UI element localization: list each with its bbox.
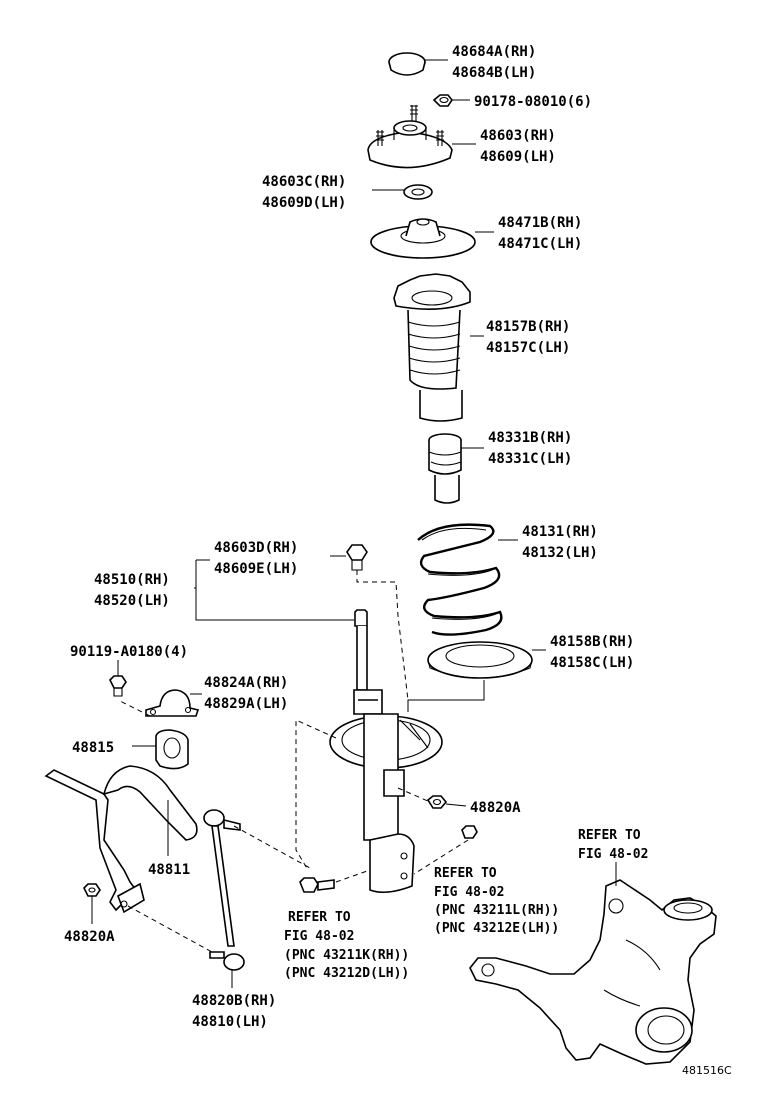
label-upper-seat-lh: 48471C(LH) bbox=[498, 236, 582, 252]
label-insulator-lh: 48158C(LH) bbox=[550, 655, 634, 671]
label-bumper-rh: 48331B(RH) bbox=[488, 430, 572, 446]
label-mount-cap-rh: 48684A(RH) bbox=[452, 44, 536, 60]
label-link-lh: 48810(LH) bbox=[192, 1014, 268, 1030]
label-link-rh: 48820B(RH) bbox=[192, 993, 276, 1009]
label-stabilizer-bar: 48811 bbox=[148, 862, 190, 878]
label-bracket-bolt: 90119-A0180(4) bbox=[70, 644, 188, 660]
label-refer-nut-1: REFER TO bbox=[434, 866, 497, 881]
label-refer-bolt-1: REFER TO bbox=[288, 910, 351, 925]
label-strut-nut-rh: 48603D(RH) bbox=[214, 540, 298, 556]
label-boot-rh: 48157B(RH) bbox=[486, 319, 570, 335]
knuckle-bolt-part bbox=[299, 877, 335, 893]
label-support-lh: 48609(LH) bbox=[480, 149, 556, 165]
shock-absorber-part bbox=[329, 609, 443, 894]
label-bracket-lh: 48829A(LH) bbox=[204, 696, 288, 712]
label-refer-bolt-4: (PNC 43212D(LH)) bbox=[284, 966, 409, 981]
bracket-part bbox=[109, 675, 200, 717]
label-bar-nut: 48820A bbox=[64, 929, 115, 945]
label-strut-lh: 48520(LH) bbox=[94, 593, 170, 609]
knuckle-nut-part bbox=[461, 825, 478, 839]
label-top-nut: 90178-08010(6) bbox=[474, 94, 592, 110]
coil-spring-part bbox=[417, 523, 503, 636]
label-bumper-lh: 48331C(LH) bbox=[488, 451, 572, 467]
label-insulator-rh: 48158B(RH) bbox=[550, 634, 634, 650]
label-strut-rh: 48510(RH) bbox=[94, 572, 170, 588]
label-spring-rh: 48131(RH) bbox=[522, 524, 598, 540]
label-upper-seat-rh: 48471B(RH) bbox=[498, 215, 582, 231]
label-spring-lh: 48132(LH) bbox=[522, 545, 598, 561]
lower-insulator-part bbox=[427, 641, 533, 679]
figure-code: 481516C bbox=[682, 1064, 732, 1077]
label-refer-nut-4: (PNC 43212E(LH)) bbox=[434, 921, 559, 936]
bumper-part bbox=[428, 433, 462, 504]
part-labels: 48684A(RH) 48684B(LH) 90178-08010(6) 486… bbox=[64, 44, 732, 1077]
label-mount-cap-lh: 48684B(LH) bbox=[452, 65, 536, 81]
label-refer-nut-3: (PNC 43211L(RH)) bbox=[434, 903, 559, 918]
label-bracket-rh: 48824A(RH) bbox=[204, 675, 288, 691]
leader-lines bbox=[91, 59, 617, 988]
stabilizer-link-part bbox=[203, 809, 245, 971]
label-washer-rh: 48603C(RH) bbox=[262, 174, 346, 190]
mount-cap-part bbox=[388, 52, 426, 76]
label-bushing: 48815 bbox=[72, 740, 114, 756]
label-refer-knuckle-1: REFER TO bbox=[578, 828, 641, 843]
bar-nut-part bbox=[83, 883, 101, 897]
side-nut-part bbox=[426, 795, 448, 809]
dashed-connection-lines bbox=[117, 570, 469, 953]
steering-knuckle-part bbox=[469, 879, 717, 1065]
label-strut-nut-lh: 48609E(LH) bbox=[214, 561, 298, 577]
label-refer-bolt-3: (PNC 43211K(RH)) bbox=[284, 948, 409, 963]
stabilizer-bar-part bbox=[44, 765, 198, 914]
label-refer-nut-2: FIG 48-02 bbox=[434, 885, 504, 900]
strut-support-part bbox=[367, 120, 453, 169]
label-boot-lh: 48157C(LH) bbox=[486, 340, 570, 356]
label-refer-knuckle-2: FIG 48-02 bbox=[578, 847, 648, 862]
label-support-rh: 48603(RH) bbox=[480, 128, 556, 144]
label-side-nut: 48820A bbox=[470, 800, 521, 816]
top-nut-part bbox=[410, 94, 453, 122]
bushing-part bbox=[155, 729, 189, 770]
boot-part bbox=[393, 273, 471, 422]
washer-part bbox=[403, 184, 433, 200]
label-refer-bolt-2: FIG 48-02 bbox=[284, 929, 354, 944]
upper-seat-part bbox=[370, 218, 476, 259]
strut-nut-part bbox=[346, 544, 368, 571]
label-washer-lh: 48609D(LH) bbox=[262, 195, 346, 211]
